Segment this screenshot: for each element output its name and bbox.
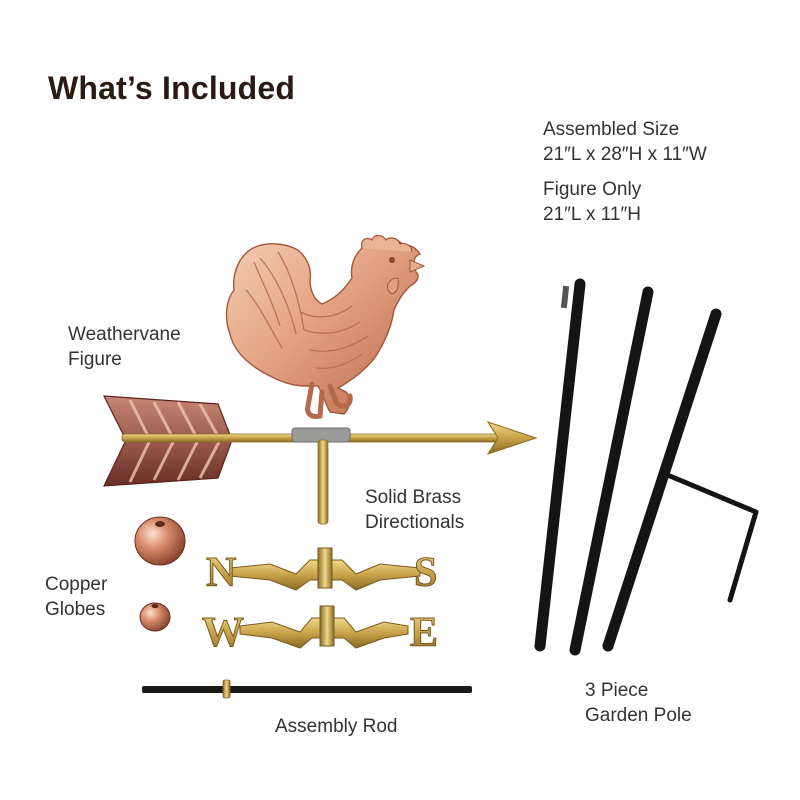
assembly-rod (142, 679, 472, 699)
rooster-comb (361, 234, 413, 253)
rooster-legs (305, 381, 353, 419)
west-letter: W (202, 610, 244, 656)
rooster-body (225, 236, 422, 415)
west-east-directional: W E (202, 605, 439, 657)
figure-size-label: Figure Only (543, 179, 642, 200)
rooster-figure (225, 234, 426, 419)
assembled-size-spec: Assembled Size 21″L x 28″H x 11″W (543, 117, 707, 167)
garden-pole-section-3 (602, 308, 759, 652)
assembly-rod-label: Assembly Rod (275, 716, 398, 737)
rooster-wattle (387, 277, 399, 294)
copper-globes-label: Copper Globes (45, 574, 108, 620)
arrowhead (486, 421, 538, 455)
weathervane-figure-label: Weathervane Figure (68, 324, 181, 370)
garden-pole-section-2 (569, 286, 654, 656)
rooster-eye (389, 257, 395, 263)
assembled-size-value: 21″L x 28″H x 11″W (543, 144, 707, 165)
copper-globe-small (139, 602, 171, 632)
east-letter: E (410, 610, 438, 656)
garden-pole-section-1 (534, 278, 586, 652)
south-letter: S (414, 550, 437, 596)
copper-globe-large (134, 516, 186, 566)
rooster-beak (409, 259, 426, 273)
directionals-label: Solid Brass Directionals (365, 487, 465, 533)
garden-pole-label: 3 Piece Garden Pole (585, 680, 692, 726)
page-title: What’s Included (48, 70, 296, 106)
north-south-directional: N S (206, 547, 438, 597)
north-letter: N (206, 550, 236, 596)
vertical-spindle (317, 439, 329, 525)
figure-size-value: 21″L x 11″H (543, 204, 641, 225)
figure-size-spec: Figure Only 21″L x 11″H (543, 177, 641, 227)
assembled-size-label: Assembled Size (543, 119, 680, 140)
